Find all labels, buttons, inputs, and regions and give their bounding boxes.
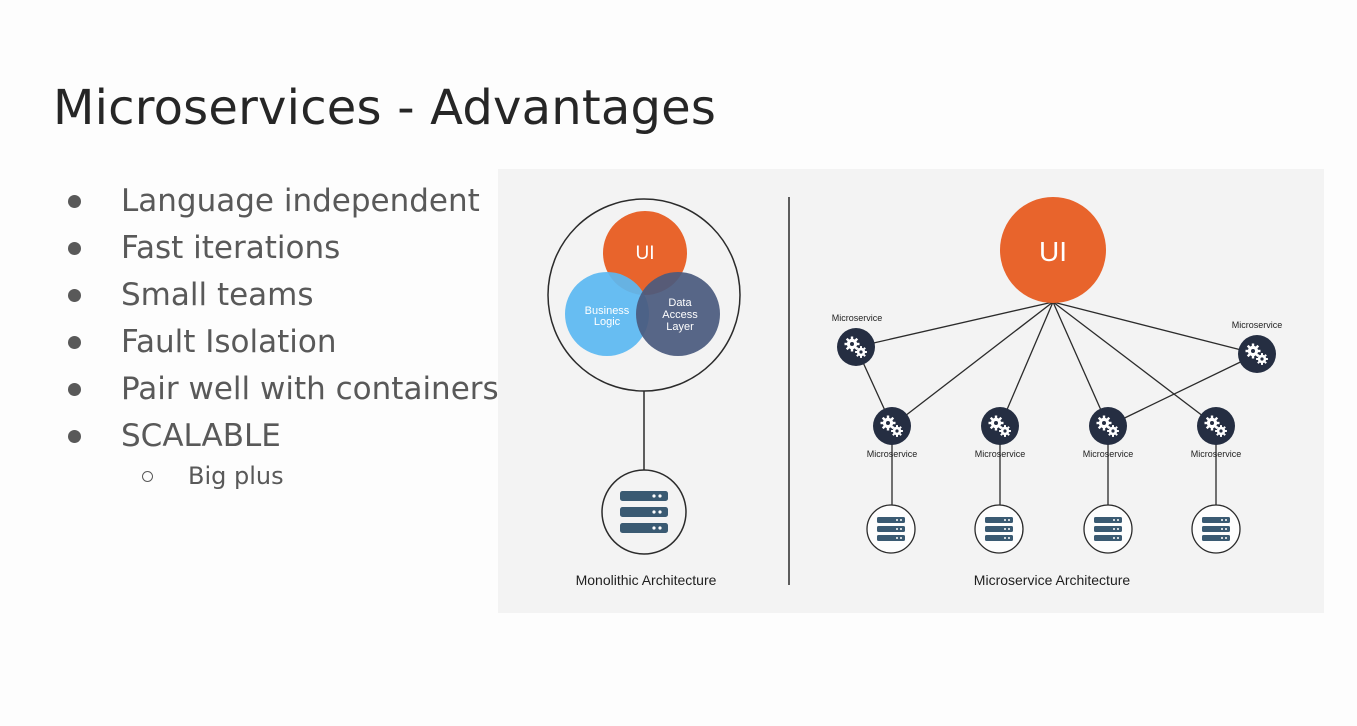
bullet-dot-icon <box>68 194 81 208</box>
microservice-database <box>1191 504 1241 554</box>
microservice-label: Microservice <box>832 313 883 323</box>
bullet-item: Fast iterations <box>68 230 340 266</box>
bullet-text: Fast iterations <box>121 230 341 266</box>
microservice-database <box>974 504 1024 554</box>
microservice-node: Microservice <box>1232 320 1283 373</box>
monolithic-caption: Monolithic Architecture <box>576 572 717 588</box>
microservice-label: Microservice <box>975 449 1026 459</box>
business-logic-label-line1: Business <box>585 305 630 317</box>
data-access-layer-circle <box>636 272 720 356</box>
data-access-label-line1: Data <box>668 297 692 309</box>
business-logic-circle <box>565 272 649 356</box>
microservice-database <box>866 504 916 554</box>
monolith-ui-label: UI <box>636 243 655 264</box>
bullet-text: Pair well with containers <box>121 371 499 407</box>
bullet-dot-icon <box>68 382 81 396</box>
slide-title: Microservices - Advantages <box>53 80 717 136</box>
microservice-node: Microservice <box>867 407 918 459</box>
microservice-label: Microservice <box>1191 449 1242 459</box>
bullet-dot-icon <box>68 429 81 443</box>
microservice-label: Microservice <box>1083 449 1134 459</box>
connection-lines <box>855 301 1258 507</box>
bullet-item: Pair well with containers <box>68 371 499 407</box>
microservice-node: Microservice <box>1083 407 1134 459</box>
bullet-text: SCALABLE <box>121 418 281 454</box>
architecture-diagram-svg: UI Business Logic Data Access Layer Mono… <box>547 197 1283 588</box>
bullet-text: Language independent <box>121 183 480 219</box>
monolithic-architecture: UI Business Logic Data Access Layer Mono… <box>547 198 741 588</box>
microservice-database <box>1083 504 1133 554</box>
bullet-text: Fault Isolation <box>121 324 337 360</box>
microservice-node: Microservice <box>975 407 1026 459</box>
microservice-ui-label: UI <box>1039 236 1067 267</box>
bullet-dot-icon <box>68 288 81 302</box>
bullet-item: Language independent <box>68 183 480 219</box>
server-db-icon <box>877 517 905 541</box>
microservice-node: Microservice <box>832 313 883 366</box>
architecture-diagram: UI Business Logic Data Access Layer Mono… <box>498 169 1324 613</box>
microservice-label: Microservice <box>867 449 918 459</box>
bullet-item: Small teams <box>68 277 314 313</box>
bullet-item: Fault Isolation <box>68 324 337 360</box>
server-db-icon <box>985 517 1013 541</box>
monolith-database-circle <box>601 469 687 555</box>
microservice-architecture: UI Microservice Microservice Microservic… <box>832 197 1283 588</box>
server-db-icon <box>620 491 668 533</box>
business-logic-label-line2: Logic <box>594 316 621 328</box>
server-db-icon <box>1202 517 1230 541</box>
bullet-dot-icon <box>68 241 81 255</box>
bullet-dot-icon <box>68 335 81 349</box>
data-access-label-line2: Access <box>662 309 698 321</box>
server-db-icon <box>1094 517 1122 541</box>
microservice-ui-circle <box>1000 197 1106 303</box>
microservice-label: Microservice <box>1232 320 1283 330</box>
microservice-node: Microservice <box>1191 407 1242 459</box>
sub-bullet-item: Big plus <box>142 462 284 490</box>
hollow-bullet-icon <box>142 470 153 482</box>
bullet-item: SCALABLE <box>68 418 281 454</box>
microservice-caption: Microservice Architecture <box>974 572 1131 588</box>
sub-bullet-text: Big plus <box>188 462 284 490</box>
data-access-label-line3: Layer <box>666 321 694 333</box>
bullet-text: Small teams <box>121 277 314 313</box>
